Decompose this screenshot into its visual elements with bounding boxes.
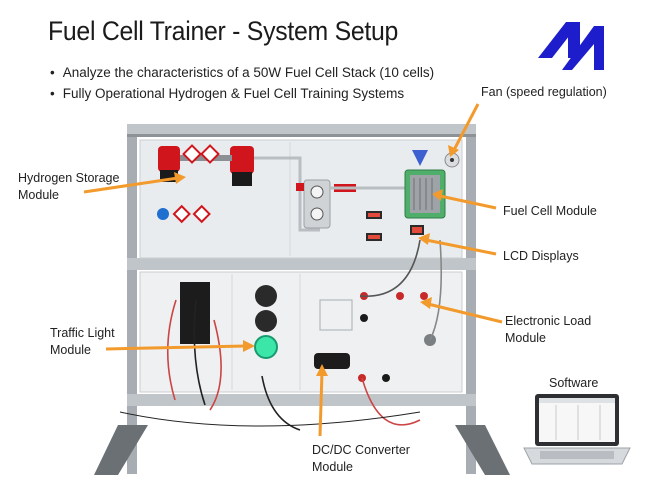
cables: [119, 239, 443, 431]
feature-bullet: Fully Operational Hydrogen & Fuel Cell T…: [50, 86, 404, 101]
hydrogen-storage-label-line1: Hydrogen Storage: [18, 171, 120, 185]
dcdc-converter-label-line2: Module: [312, 460, 353, 474]
electronic-load-label-line1: Electronic Load: [505, 314, 592, 328]
dcdc-converter-label: DC/DC Converter Module: [312, 442, 410, 476]
frame-right-foot: [455, 425, 510, 475]
electronic-load-label-line2: Module: [505, 331, 546, 345]
traffic-light-label-line2: Module: [50, 343, 91, 357]
electronic-load-label: Electronic Load Module: [505, 313, 591, 347]
traffic-light-label: Traffic Light Module: [50, 325, 115, 359]
lcd-displays-label: LCD Displays: [503, 249, 579, 263]
lcd-displays: [366, 211, 424, 241]
feature-bullet: Analyze the characteristics of a 50W Fue…: [50, 65, 434, 80]
dcdc-converter: [314, 299, 353, 369]
fan-icon: [444, 152, 460, 168]
page-title: Fuel Cell Trainer - System Setup: [48, 16, 399, 46]
frame-bottom-rail: [127, 394, 476, 406]
traffic-light-label-line1: Traffic Light: [50, 326, 115, 340]
company-logo: [538, 22, 604, 70]
software-label: Software: [549, 376, 599, 390]
dcdc-converter-label-line1: DC/DC Converter: [312, 443, 410, 457]
callout-arrows: [83, 103, 503, 437]
hydrogen-storage-label: Hydrogen Storage Module: [18, 170, 119, 204]
fuel-cell-label: Fuel Cell Module: [503, 204, 597, 218]
fan-label: Fan (speed regulation): [481, 85, 607, 99]
frame-right-post: [466, 124, 476, 474]
frame-top-rail: [127, 124, 476, 136]
frame-left-foot: [94, 425, 148, 475]
frame-middle-rail: [127, 258, 476, 270]
laptop-icon: [523, 394, 631, 465]
gas-piping: [254, 156, 410, 232]
frame-left-post: [127, 124, 137, 474]
hydrogen-storage-label-line2: Module: [18, 188, 59, 202]
hazard-symbol-icon: [182, 144, 220, 164]
